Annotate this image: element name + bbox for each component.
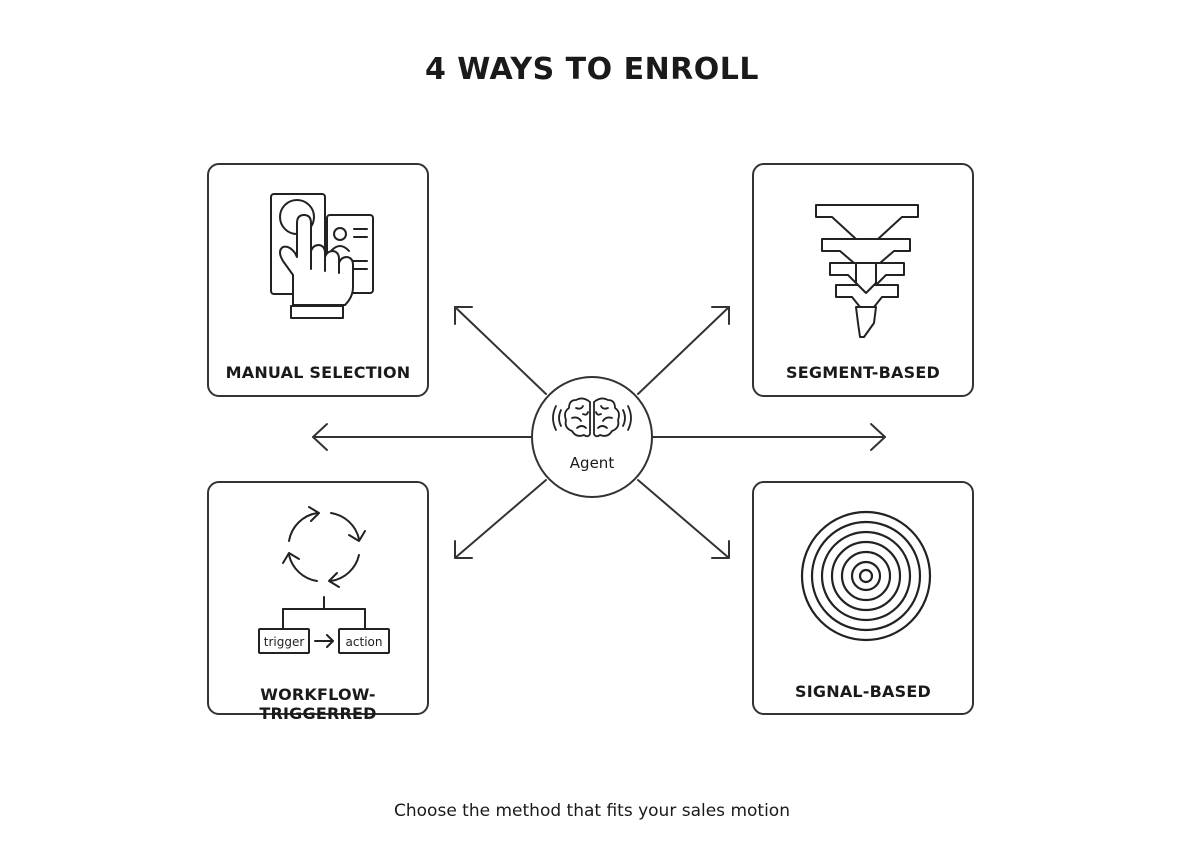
card-manual-selection[interactable]: MANUAL SELECTION [207, 163, 429, 397]
action-box [338, 628, 390, 654]
arrow-down-right [637, 479, 730, 559]
trigger-label: trigger [264, 635, 305, 649]
trigger-box [258, 628, 310, 654]
arrow-down-left [454, 479, 547, 559]
arrow-up-right [637, 306, 730, 395]
concentric-circles-icon [800, 510, 932, 642]
arrow-up-left [454, 306, 547, 395]
flow-diagram: trigger action [258, 628, 390, 654]
card-label: WORKFLOW-TRIGGERRED [259, 685, 377, 723]
hub-label: Agent [569, 454, 615, 472]
agent-hub[interactable]: Agent [531, 376, 653, 498]
diagram-title: 4 WAYS TO ENROLL [424, 52, 760, 87]
brain-icon [552, 397, 632, 438]
card-label: MANUAL SELECTION [225, 363, 411, 382]
funnel-icon [815, 204, 919, 338]
action-label: action [346, 635, 383, 649]
cycle-arrows-icon [282, 506, 366, 629]
hand-pointer-icon [270, 193, 374, 319]
card-workflow-triggered[interactable]: trigger action WORKFLOW-TRIGGERRED [207, 481, 429, 723]
card-signal-based[interactable]: SIGNAL-BASED [752, 481, 974, 715]
card-segment-based[interactable]: SEGMENT-BASED [752, 163, 974, 397]
footer-caption: Choose the method that fits your sales m… [394, 801, 790, 821]
card-label: SEGMENT-BASED [786, 363, 940, 382]
card-label: SIGNAL-BASED [795, 682, 931, 701]
